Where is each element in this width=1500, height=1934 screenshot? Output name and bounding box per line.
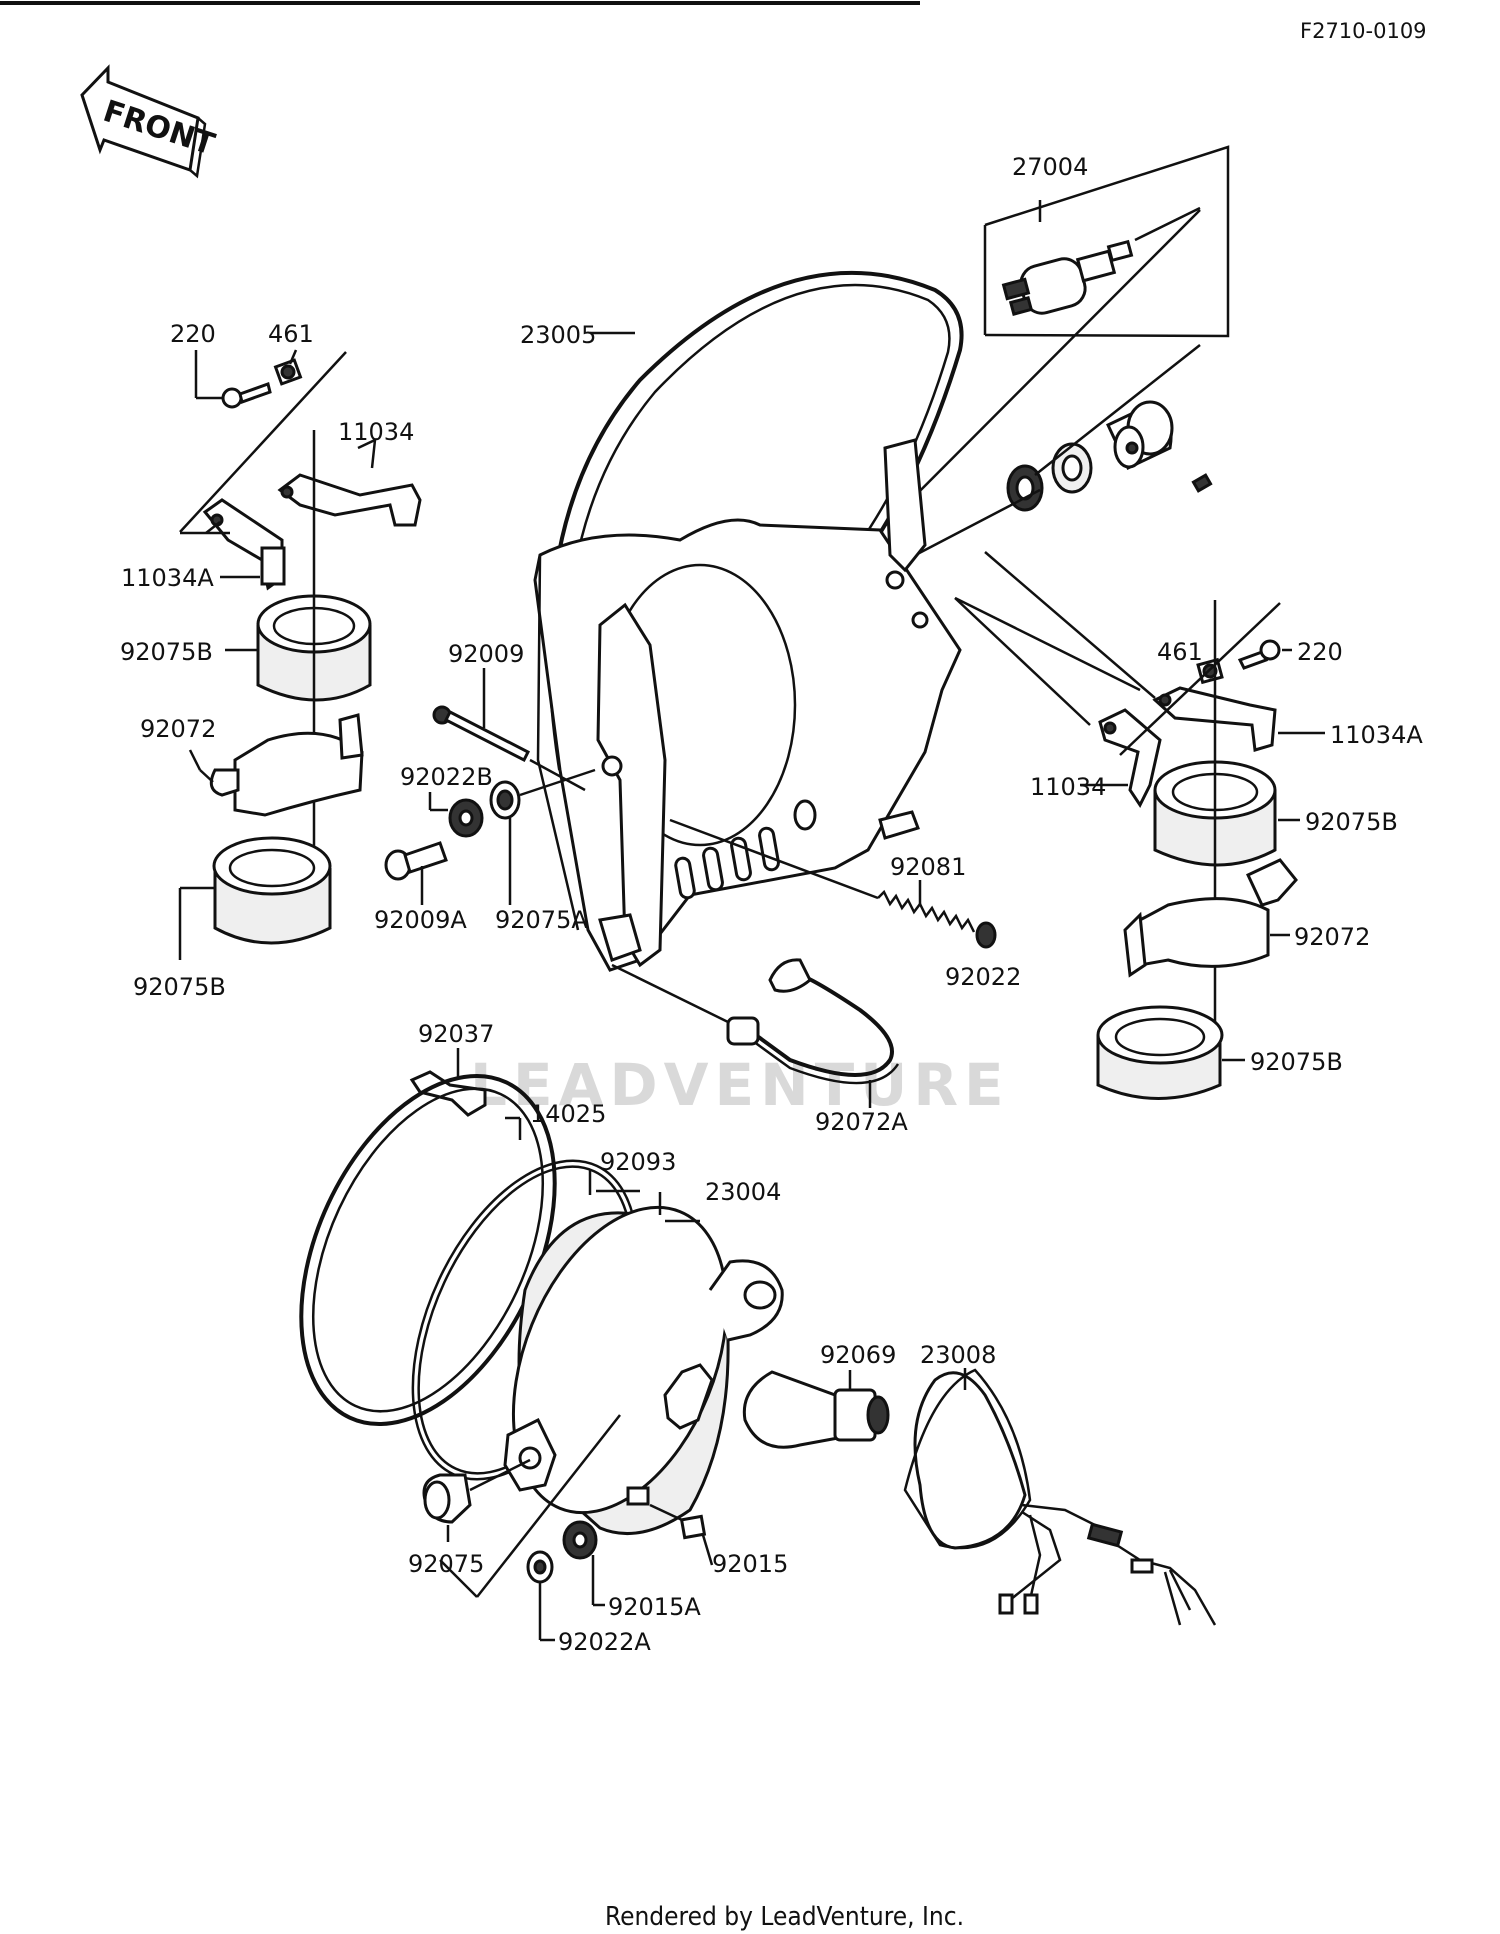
label-92015A: 92015A <box>608 1593 701 1621</box>
label-92075B-upper-right: 92075B <box>1305 808 1398 836</box>
left-bracket-group <box>179 349 422 591</box>
center-fastener-group <box>384 668 596 905</box>
label-23008: 23008 <box>920 1341 996 1369</box>
bulb-reflector-group <box>742 1368 1217 1626</box>
label-23005: 23005 <box>520 321 596 349</box>
label-11034-right: 11034 <box>1030 773 1106 801</box>
cable-clamp-92072A <box>611 958 900 1108</box>
label-92075B-upper-left: 92075B <box>120 638 213 666</box>
label-92075: 92075 <box>408 1550 484 1578</box>
label-92072-left: 92072 <box>140 715 216 743</box>
label-92093: 92093 <box>600 1148 676 1176</box>
switch-assembly-27004 <box>857 145 1230 587</box>
label-92037: 92037 <box>418 1020 494 1048</box>
front-arrow-icon: FRONT <box>80 64 219 179</box>
right-bracket-group <box>954 551 1325 808</box>
label-11034A-right: 11034A <box>1330 721 1423 749</box>
label-92081: 92081 <box>890 853 966 881</box>
label-92009: 92009 <box>448 640 524 668</box>
label-461-right: 461 <box>1157 638 1203 666</box>
label-14025: 14025 <box>530 1100 606 1128</box>
label-92022: 92022 <box>945 963 1021 991</box>
label-92072A: 92072A <box>815 1108 908 1136</box>
headlight-housing-23005 <box>533 270 964 972</box>
left-grommet-clamp-group <box>178 430 372 960</box>
label-92069: 92069 <box>820 1341 896 1369</box>
label-11034-left: 11034 <box>338 418 414 446</box>
label-23004: 23004 <box>705 1178 781 1206</box>
label-11034A-left: 11034A <box>121 564 214 592</box>
label-92015: 92015 <box>712 1550 788 1578</box>
reference-code: F2710-0109 <box>1300 19 1427 43</box>
label-461-left: 461 <box>268 320 314 348</box>
headlight-rim-group <box>299 1074 784 1535</box>
watermark-text: LEADVENTURE <box>470 1051 1010 1119</box>
label-92072-right: 92072 <box>1294 923 1370 951</box>
label-92075A: 92075A <box>495 906 588 934</box>
bottom-fastener-group <box>422 1414 714 1642</box>
footer-credit: Rendered by LeadVenture, Inc. <box>605 1902 964 1932</box>
right-grommet-clamp-group <box>1096 600 1300 1100</box>
label-92075B-lower-left: 92075B <box>133 973 226 1001</box>
label-220-right: 220 <box>1297 638 1343 666</box>
label-92022B: 92022B <box>400 763 493 791</box>
spring-group <box>669 818 997 949</box>
label-220-left: 220 <box>170 320 216 348</box>
label-92022A: 92022A <box>558 1628 651 1656</box>
label-92075B-lower-right: 92075B <box>1250 1048 1343 1076</box>
label-27004: 27004 <box>1012 153 1088 181</box>
label-92009A: 92009A <box>374 906 467 934</box>
